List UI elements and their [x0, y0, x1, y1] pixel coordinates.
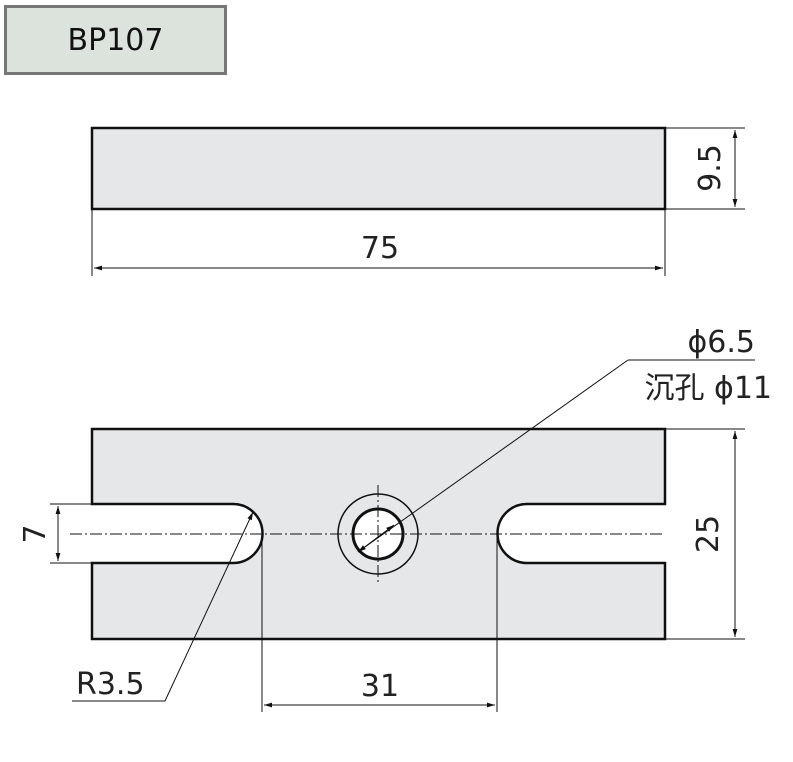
thickness-label: 9.5	[693, 144, 728, 192]
length-dimension	[91, 209, 666, 276]
hole-diameter-label: ϕ6.5	[688, 325, 756, 360]
slot-spacing-dimension	[261, 534, 498, 712]
width-dimension	[665, 428, 745, 640]
slot-spacing-label: 31	[361, 669, 399, 704]
radius-label: R3.5	[76, 667, 145, 702]
thickness-dimension	[665, 127, 745, 210]
hole-leader	[357, 359, 755, 553]
width-label: 25	[691, 515, 726, 553]
counterbore-label: 沉孔 ϕ11	[645, 371, 773, 406]
side-view	[90, 126, 667, 211]
radius-leader	[72, 511, 254, 702]
length-label: 75	[361, 231, 399, 266]
slot-width-dimension	[50, 503, 92, 564]
slot-width-label: 7	[18, 524, 53, 543]
part-number-label: BP107	[4, 5, 227, 75]
